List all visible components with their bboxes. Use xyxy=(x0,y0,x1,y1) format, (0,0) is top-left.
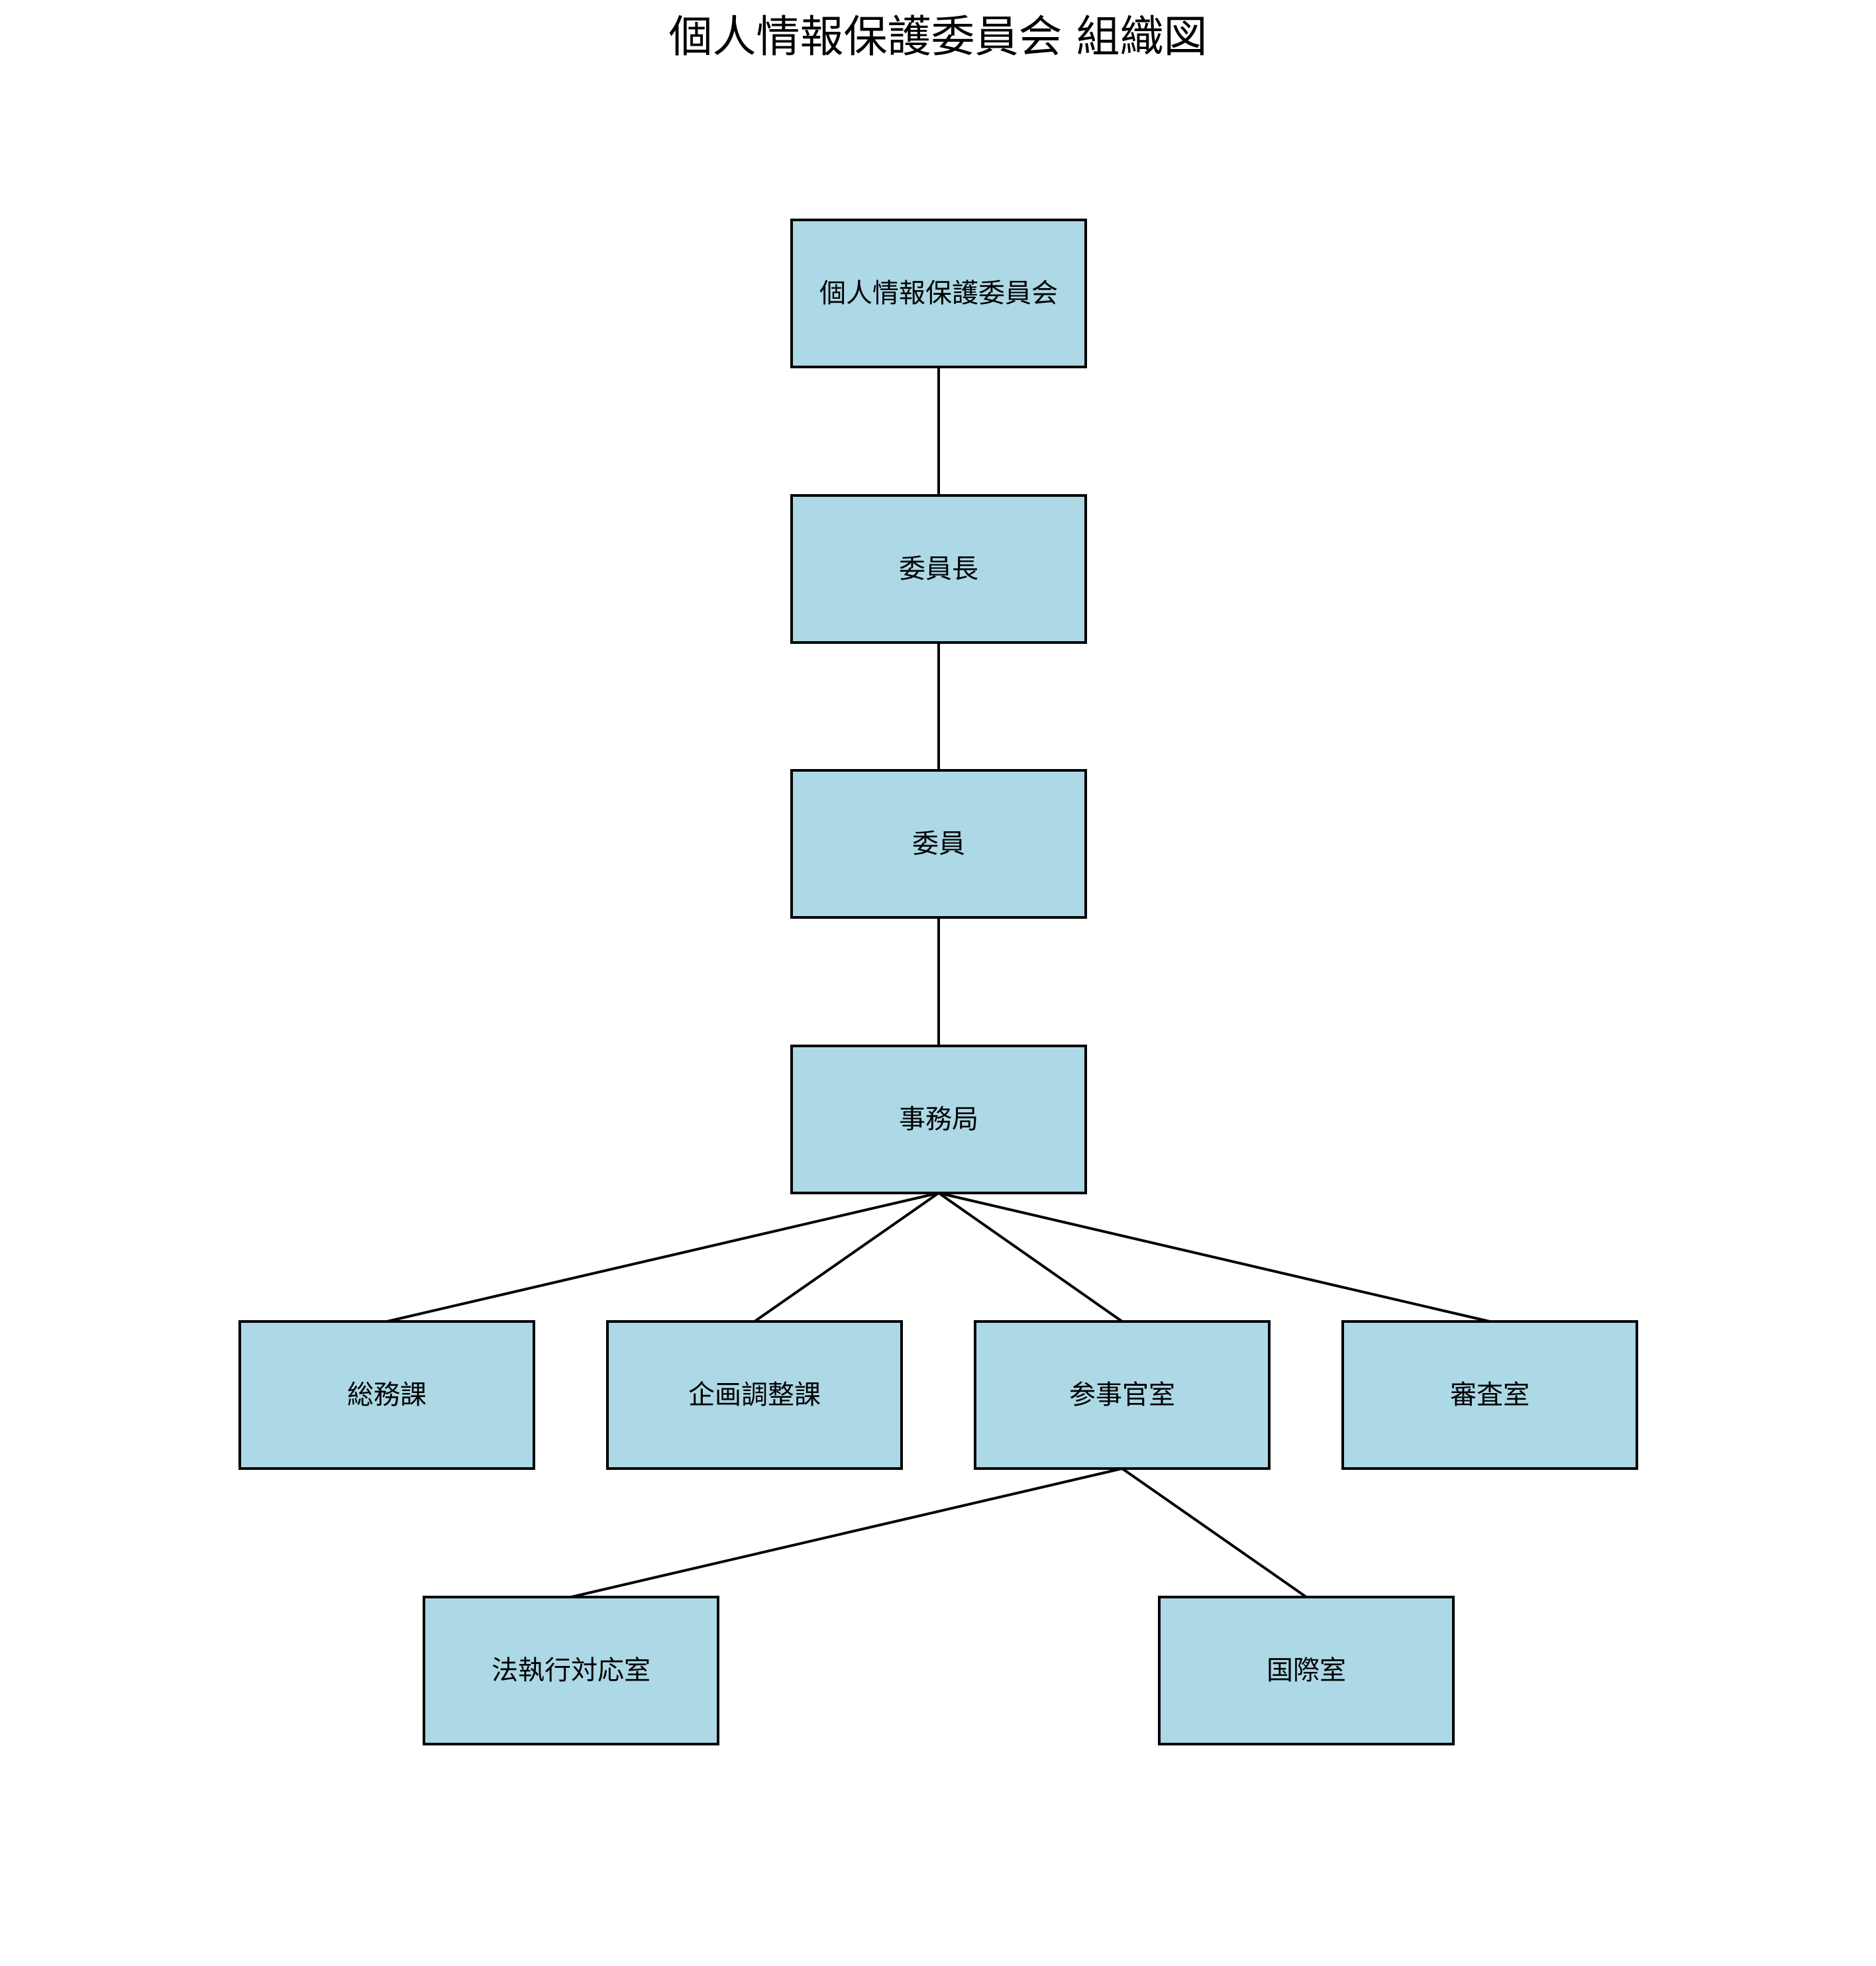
edge-secretariat-to-review xyxy=(938,1192,1490,1323)
node-general-affairs: 総務課 xyxy=(238,1320,535,1470)
node-label-counselor: 参事官室 xyxy=(1069,1380,1175,1410)
chart-title: 個人情報保護委員会 組織図 xyxy=(669,11,1208,62)
node-secretariat: 事務局 xyxy=(790,1045,1087,1194)
node-box-counselor xyxy=(974,1320,1271,1470)
edge-counselor-to-enforcement xyxy=(570,1467,1123,1598)
node-box-general-affairs xyxy=(238,1320,535,1470)
node-enforcement: 法執行対応室 xyxy=(423,1596,719,1745)
node-chair: 委員長 xyxy=(790,494,1087,644)
node-box-planning xyxy=(606,1320,903,1470)
node-label-chair: 委員長 xyxy=(899,554,978,584)
node-label-international: 国際室 xyxy=(1267,1655,1346,1686)
node-box-international xyxy=(1158,1596,1455,1745)
node-label-general-affairs: 総務課 xyxy=(347,1380,427,1410)
edge-secretariat-to-general-affairs xyxy=(386,1192,939,1323)
node-members: 委員 xyxy=(790,769,1087,919)
node-counselor: 参事官室 xyxy=(974,1320,1271,1470)
node-box-review xyxy=(1341,1320,1638,1470)
node-label-secretariat: 事務局 xyxy=(899,1104,978,1135)
node-label-planning: 企画調整課 xyxy=(688,1380,821,1410)
edge-counselor-to-international xyxy=(1121,1467,1308,1598)
node-label-commission: 個人情報保護委員会 xyxy=(819,278,1058,309)
node-label-enforcement: 法執行対応室 xyxy=(492,1655,651,1686)
node-box-members xyxy=(790,769,1087,919)
node-planning: 企画調整課 xyxy=(606,1320,903,1470)
edge-secretariat-to-planning xyxy=(753,1192,940,1323)
node-label-review: 審査室 xyxy=(1450,1380,1530,1410)
node-box-chair xyxy=(790,494,1087,644)
edge-secretariat-to-counselor xyxy=(937,1192,1123,1323)
node-international: 国際室 xyxy=(1158,1596,1455,1745)
connector-lines xyxy=(386,367,1490,1598)
node-commission: 個人情報保護委員会 xyxy=(790,219,1087,368)
node-box-commission xyxy=(790,219,1087,368)
node-label-members: 委員 xyxy=(912,829,965,859)
node-box-enforcement xyxy=(423,1596,719,1745)
node-box-secretariat xyxy=(790,1045,1087,1194)
node-review: 審査室 xyxy=(1341,1320,1638,1470)
